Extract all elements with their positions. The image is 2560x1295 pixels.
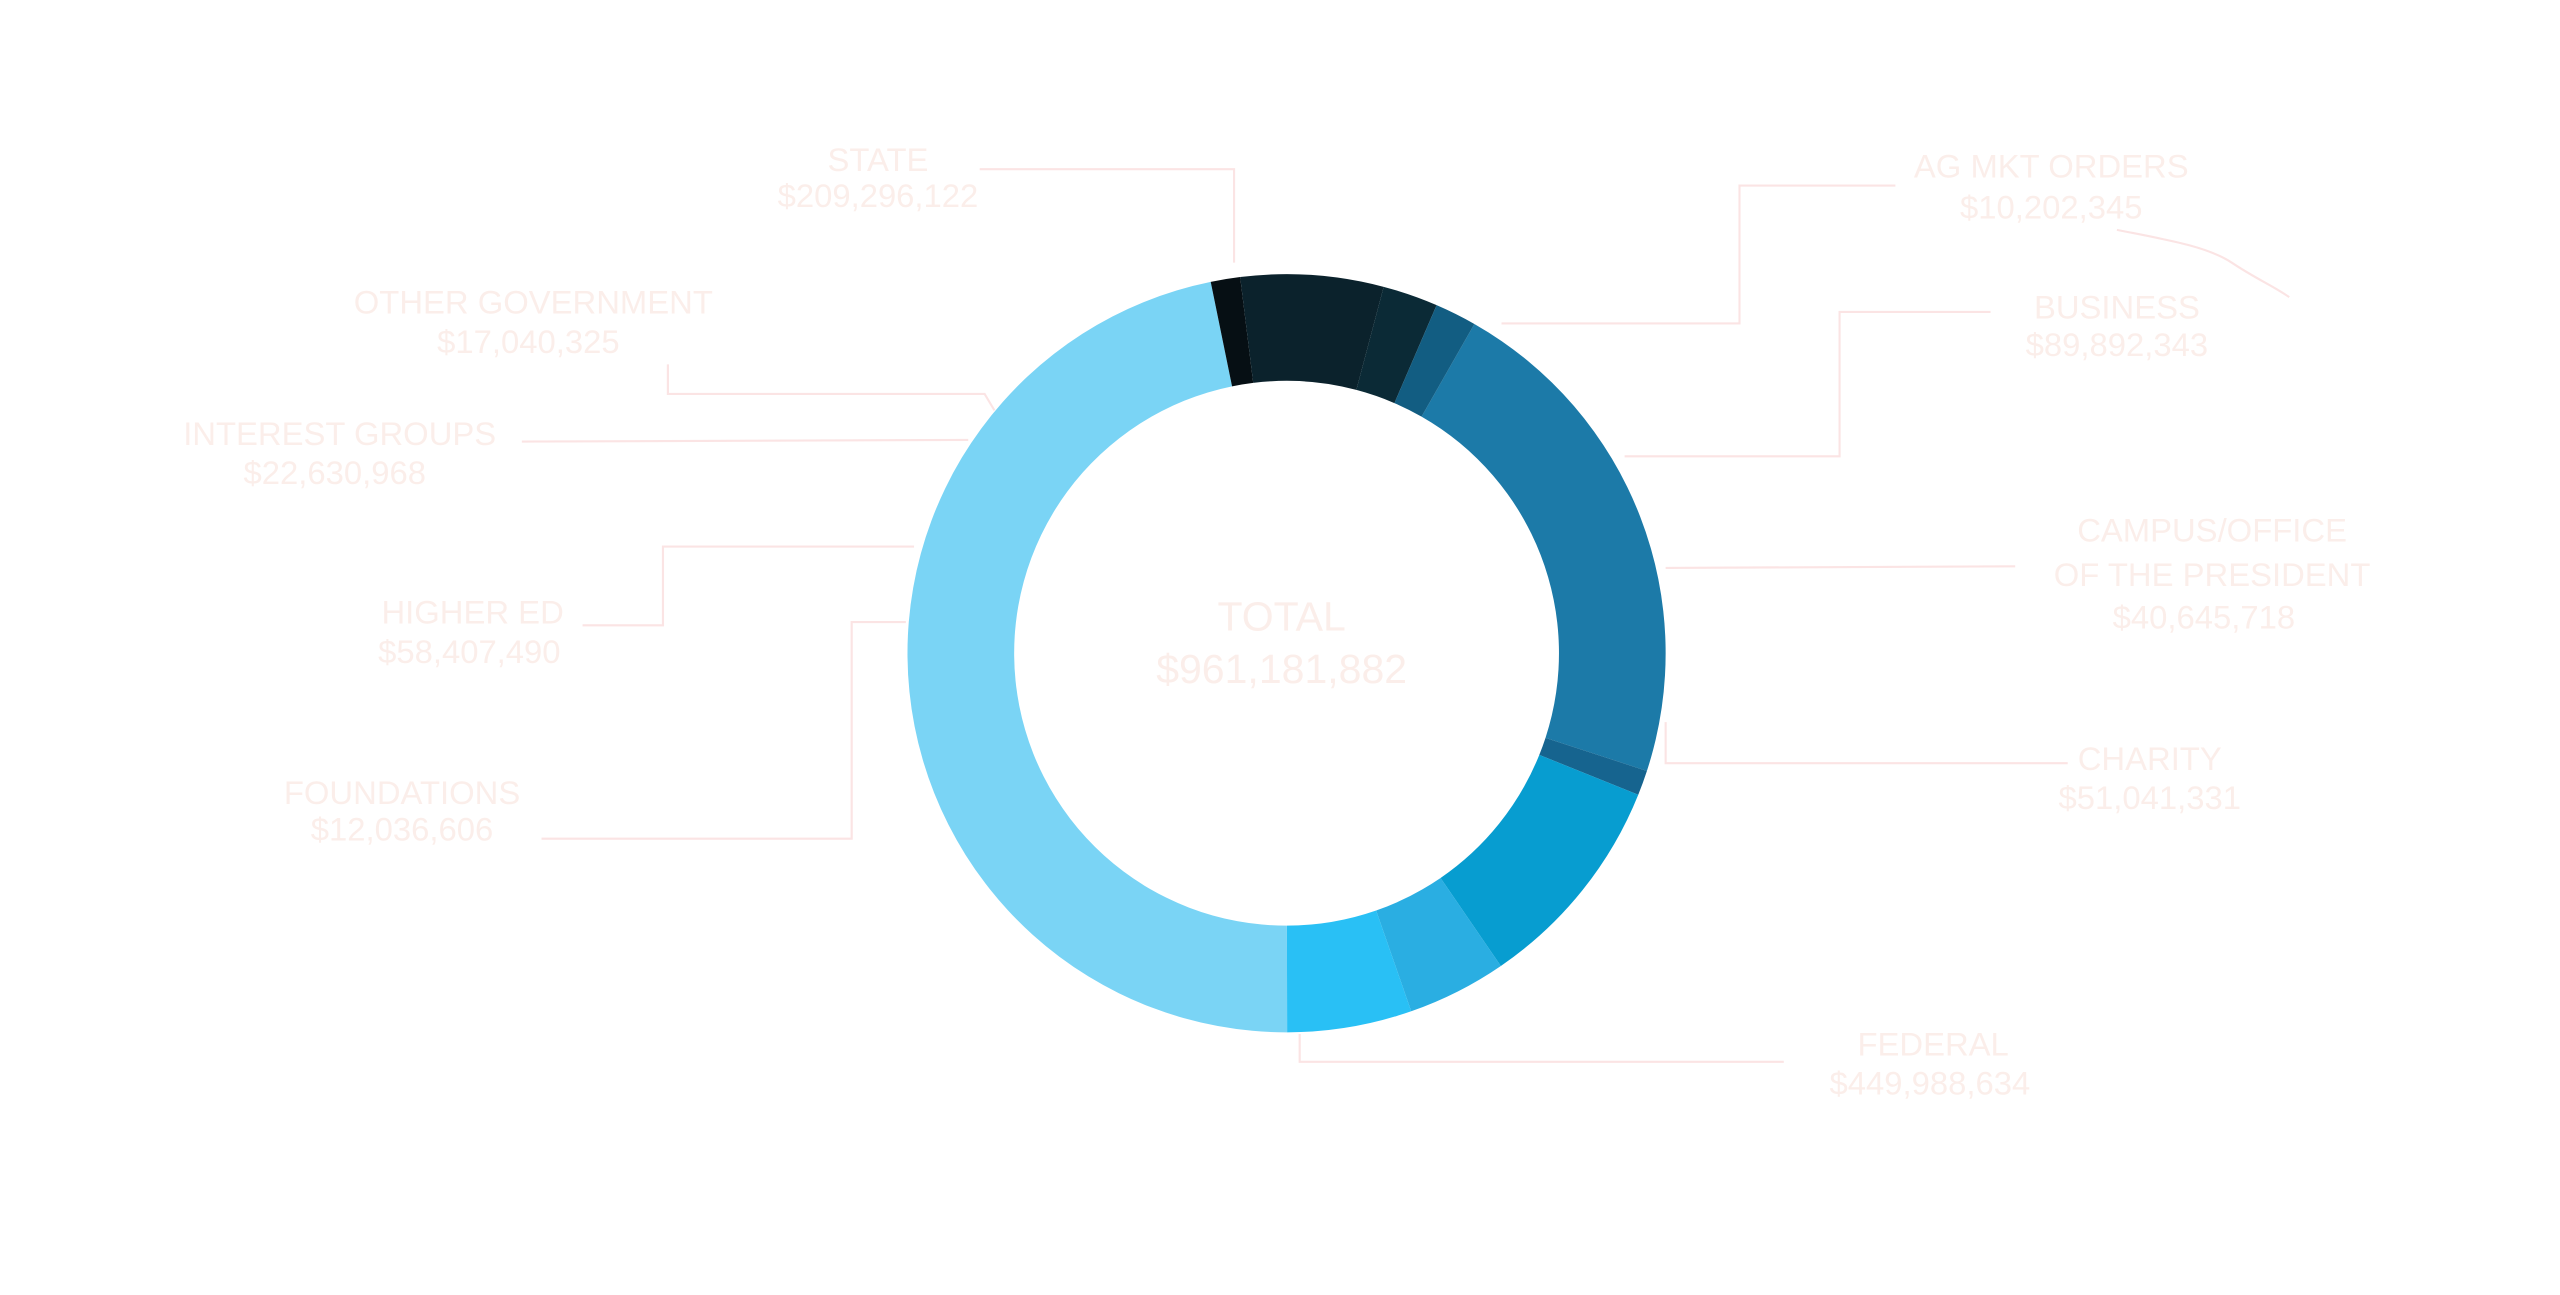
label-federal: FEDERAL <box>1857 1025 2008 1062</box>
slice-highered <box>1240 274 1384 390</box>
label-highered: HIGHER ED <box>381 594 563 631</box>
label-state: STATE <box>828 141 929 178</box>
slice-foundations <box>1210 277 1254 387</box>
label-ag: AG MKT ORDERS <box>1914 147 2189 184</box>
value-foundations: $12,036,606 <box>311 810 493 847</box>
leader-line-highered <box>582 545 915 627</box>
leader-line-federal <box>1298 1033 1784 1063</box>
donut-slices <box>907 274 1666 1033</box>
label-campus-line2: OF THE PRESIDENT <box>2054 556 2371 593</box>
slice-campus <box>1376 877 1501 1012</box>
label-foundations: FOUNDATIONS <box>284 774 520 811</box>
slice-interest <box>1356 286 1437 404</box>
value-business: $89,892,343 <box>2026 326 2208 363</box>
slice-business <box>1440 754 1639 966</box>
decorative-curve <box>2116 228 2290 299</box>
leader-line-state <box>979 168 1236 263</box>
value-highered: $58,407,490 <box>378 633 560 670</box>
slice-charity <box>1286 910 1412 1033</box>
total-label: TOTAL <box>1217 593 1345 639</box>
value-state: $209,296,122 <box>778 177 979 214</box>
leader-line-charity <box>1664 722 2068 765</box>
label-business: BUSINESS <box>2034 288 2200 325</box>
leader-line-interest <box>521 438 969 443</box>
value-charity: $51,041,331 <box>2059 779 2241 816</box>
total-value: $961,181,882 <box>1156 646 1407 692</box>
leader-line-business <box>1624 310 1991 458</box>
leader-line-foundations <box>541 620 906 840</box>
slice-ag <box>1539 737 1647 795</box>
slice-othergov <box>1394 305 1475 417</box>
label-campus-line1: CAMPUS/OFFICE <box>2077 512 2347 549</box>
value-ag: $10,202,345 <box>1960 188 2142 225</box>
label-charity: CHARITY <box>2078 740 2222 777</box>
value-federal: $449,988,634 <box>1829 1065 2030 1102</box>
slice-state <box>1421 323 1666 771</box>
leader-lines <box>521 168 2290 1063</box>
slice-federal <box>907 281 1288 1033</box>
leader-line-campus <box>1665 565 2016 569</box>
leader-line-othergov <box>666 364 996 411</box>
leader-line-ag <box>1501 184 1896 325</box>
slice-labels: STATE $209,296,122 AG MKT ORDERS $10,202… <box>183 141 2370 1102</box>
value-campus: $40,645,718 <box>2113 599 2295 636</box>
label-othergov: OTHER GOVERNMENT <box>354 284 713 321</box>
label-interest: INTEREST GROUPS <box>183 415 496 452</box>
value-interest: $22,630,968 <box>244 454 426 491</box>
value-othergov: $17,040,325 <box>437 323 619 360</box>
